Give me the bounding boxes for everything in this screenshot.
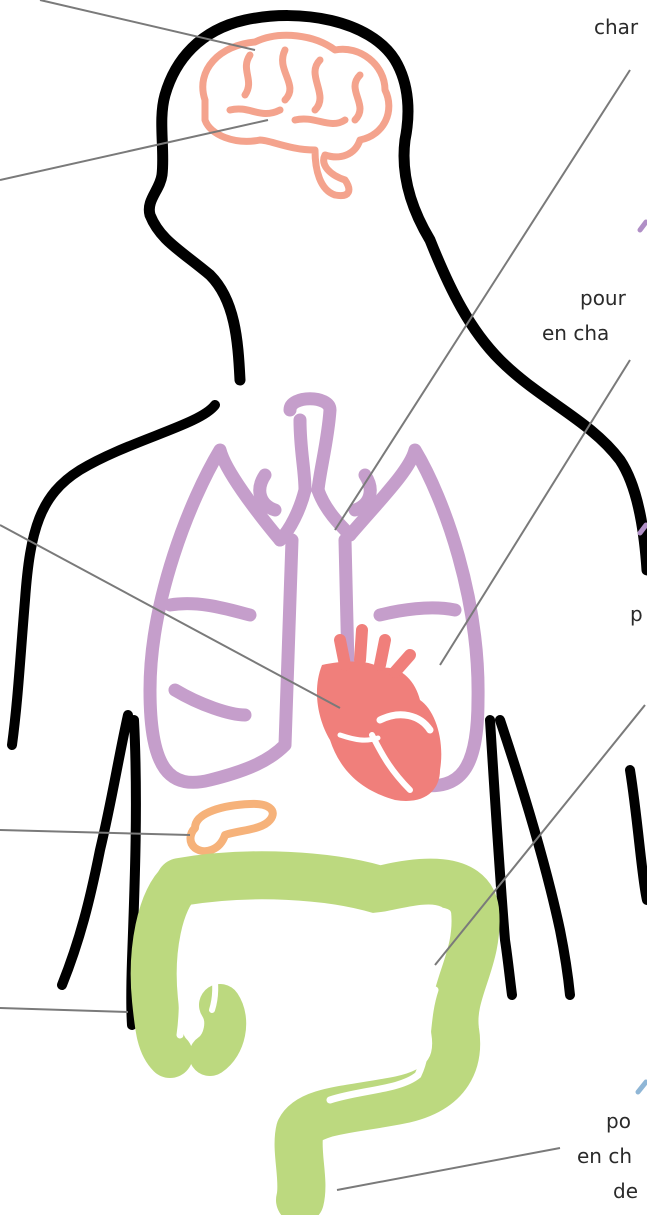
label-top-right: char xyxy=(594,15,639,39)
leader-lung-right xyxy=(440,360,630,665)
label-bottom-right-1: po xyxy=(606,1109,631,1133)
accent-mark-blue xyxy=(638,1082,646,1092)
label-mid-right-2: en cha xyxy=(542,321,609,345)
label-mid-right-1: pour xyxy=(580,286,627,310)
accent-mark-purple xyxy=(640,222,646,230)
right-arm-outer xyxy=(630,770,647,900)
pancreas-icon xyxy=(190,804,272,851)
leader-intestine-right xyxy=(435,705,645,965)
leader-rectum xyxy=(337,1148,560,1190)
label-mid-right-3: p xyxy=(630,602,643,626)
leader-intestine-left xyxy=(0,1008,128,1012)
label-bottom-right-3: de xyxy=(613,1179,638,1203)
leader-brain xyxy=(0,120,268,180)
left-arm-inner xyxy=(62,715,128,985)
leader-pancreas xyxy=(0,830,190,835)
intestine-icon xyxy=(154,875,476,1200)
brain-icon xyxy=(203,35,389,195)
label-bottom-right-2: en ch xyxy=(577,1144,632,1168)
heart-icon xyxy=(317,630,441,801)
